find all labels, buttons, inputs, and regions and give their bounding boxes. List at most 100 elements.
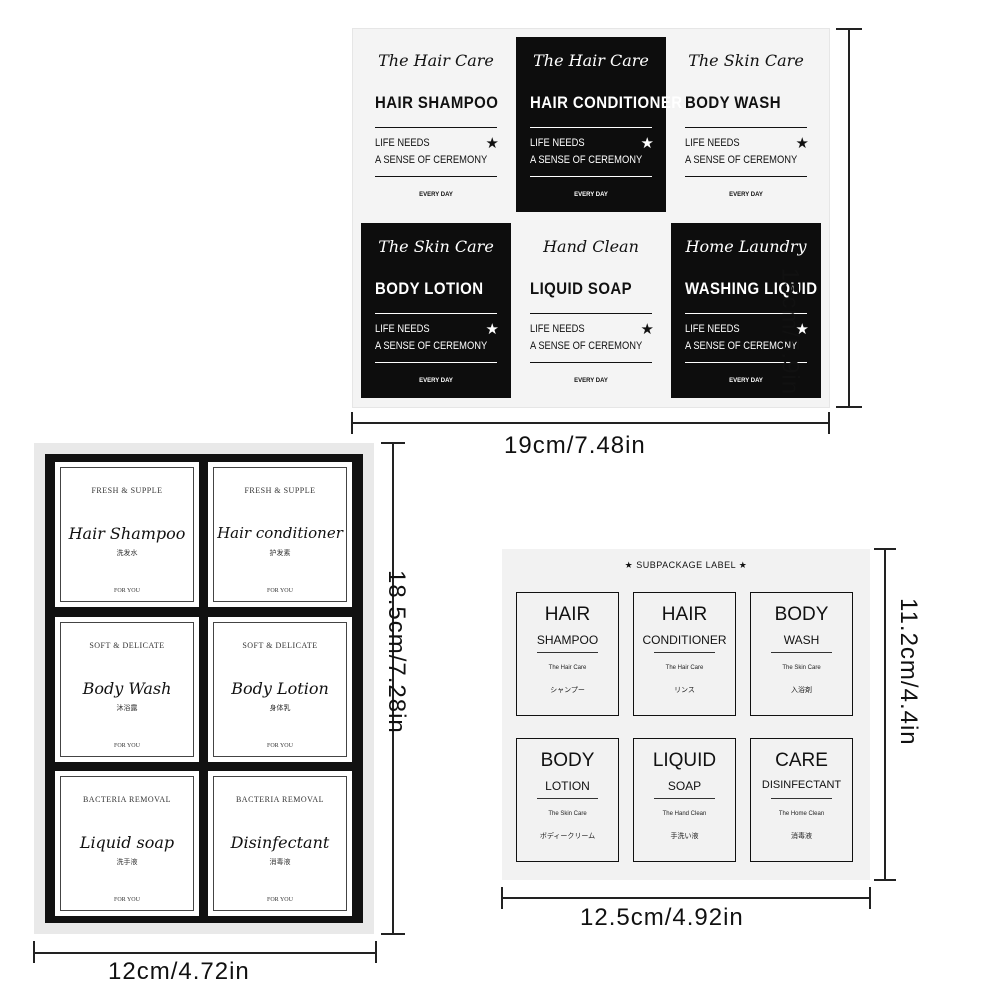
label-line: A SENSE OF CEREMONY: [685, 340, 798, 352]
label-name: Disinfectant: [230, 833, 330, 852]
label-japanese: シャンプー: [550, 687, 585, 694]
label-arc-text: FRESH & SUPPLE: [91, 486, 163, 495]
label-title: CARE: [775, 750, 828, 771]
width-dimension-label: 12.5cm/4.92in: [580, 904, 744, 931]
label-body-wash: SOFT & DELICATE Body Wash 沐浴露 FOR YOU: [55, 617, 199, 762]
divider: [375, 313, 497, 314]
label-title: LIQUID SOAP: [530, 279, 633, 298]
star-icon: ★: [795, 321, 809, 338]
label-disinfectant: BACTERIA REMOVAL Disinfectant 消毒液 FOR YO…: [208, 771, 352, 916]
height-dimension-label: 11.2cm/4.4in: [895, 598, 922, 746]
dimension-tick: [874, 879, 896, 881]
label-category: The Hand Clean: [662, 811, 707, 817]
divider: [771, 798, 832, 799]
divider: [537, 652, 598, 653]
label-title: BODY: [540, 750, 595, 771]
label-footer: FOR YOU: [267, 743, 293, 749]
label-liquid-soap: Hand Clean LIQUID SOAP LIFE NEEDS A SENS…: [516, 223, 666, 398]
sheet-header: ★ SUBPACKAGE LABEL ★: [624, 560, 748, 570]
label-name: Hair conditioner: [217, 524, 343, 542]
label-footer: FOR YOU: [114, 897, 140, 903]
star-icon: ★: [485, 321, 499, 338]
label-footer: EVERY DAY: [574, 378, 608, 384]
label-arc-text: FRESH & SUPPLE: [244, 486, 316, 495]
label-hair-shampoo: HAIR SHAMPOO The Hair Care シャンプー: [516, 592, 619, 716]
label-frame: [60, 467, 194, 602]
label-chinese: 沐浴露: [116, 705, 138, 712]
label-arc-text: BACTERIA REMOVAL: [82, 795, 172, 804]
label-category: The Hair Care: [548, 665, 587, 671]
divider: [685, 127, 807, 128]
label-title: HAIR: [544, 604, 591, 625]
label-name: Liquid soap: [79, 833, 175, 852]
label-body-lotion: SOFT & DELICATE Body Lotion 身体乳 FOR YOU: [208, 617, 352, 762]
label-hair-shampoo: The Hair Care HAIR SHAMPOO LIFE NEEDS A …: [361, 37, 511, 212]
label-subtitle: LOTION: [545, 779, 590, 793]
label-footer: EVERY DAY: [419, 378, 453, 384]
label-footer: EVERY DAY: [729, 378, 763, 384]
label-subtitle: DISINFECTANT: [761, 779, 842, 791]
label-line: A SENSE OF CEREMONY: [375, 154, 488, 166]
label-frame: [60, 622, 194, 757]
label-category: The Hair Care: [665, 665, 704, 671]
label-frame: [213, 776, 347, 911]
label-washing-liquid: Home Laundry WASHING LIQUID LIFE NEEDS A…: [671, 223, 821, 398]
label-title: BODY: [774, 604, 829, 625]
label-chinese: 身体乳: [269, 705, 291, 712]
dimension-line-vertical: [392, 443, 394, 934]
dimension-tick: [836, 28, 862, 30]
divider: [685, 313, 807, 314]
label-name: Body Wash: [82, 679, 172, 698]
label-category: The Home Clean: [778, 811, 825, 817]
label-line: LIFE NEEDS: [685, 323, 740, 335]
dimension-tick: [836, 406, 862, 408]
label-hair-shampoo: FRESH & SUPPLE Hair Shampoo 洗发水 FOR YOU: [55, 462, 199, 607]
label-subtitle: Hand Clean: [543, 237, 639, 256]
sticker-sheet-large: The Hair Care HAIR SHAMPOO LIFE NEEDS A …: [353, 29, 829, 407]
label-arc-text: BACTERIA REMOVAL: [235, 795, 325, 804]
label-hair-conditioner: The Hair Care HAIR CONDITIONER LIFE NEED…: [516, 37, 682, 212]
label-chinese: 洗手液: [116, 859, 138, 866]
divider: [654, 798, 715, 799]
label-body-wash: The Skin Care BODY WASH LIFE NEEDS A SEN…: [671, 37, 821, 212]
label-frame: [60, 776, 194, 911]
label-title: HAIR SHAMPOO: [375, 93, 499, 112]
label-line: A SENSE OF CEREMONY: [685, 154, 798, 166]
label-chinese: 洗发水: [116, 550, 138, 557]
dimension-line-vertical: [884, 549, 886, 880]
label-line: LIFE NEEDS: [375, 137, 430, 149]
label-subtitle: The Skin Care: [378, 237, 494, 256]
label-japanese: リンス: [674, 687, 695, 694]
label-body-wash: BODY WASH The Skin Care 入浴剤: [750, 592, 853, 716]
label-subtitle: The Skin Care: [688, 51, 804, 70]
dimension-tick: [33, 941, 35, 963]
divider: [375, 176, 497, 177]
label-chinese: 消毒液: [269, 859, 291, 866]
star-icon: ★: [640, 135, 654, 152]
width-dimension-label: 12cm/4.72in: [108, 958, 250, 985]
label-footer: FOR YOU: [114, 743, 140, 749]
divider: [771, 652, 832, 653]
label-footer: EVERY DAY: [574, 192, 608, 198]
label-title: HAIR: [661, 604, 708, 625]
label-title: HAIR CONDITIONER: [530, 93, 683, 112]
dimension-tick: [381, 933, 405, 935]
label-care-disinfectant: CARE DISINFECTANT The Home Clean 消毒液: [750, 738, 853, 862]
divider: [537, 798, 598, 799]
label-line: A SENSE OF CEREMONY: [375, 340, 488, 352]
label-subtitle: CONDITIONER: [642, 633, 727, 647]
label-title: BODY WASH: [685, 93, 781, 112]
label-name: Hair Shampoo: [68, 524, 186, 543]
divider: [530, 176, 652, 177]
label-footer: EVERY DAY: [729, 192, 763, 198]
label-line: LIFE NEEDS: [685, 137, 740, 149]
divider: [530, 313, 652, 314]
label-body-lotion: BODY LOTION The Skin Care ボディークリーム: [516, 738, 619, 862]
dimension-tick: [375, 941, 377, 963]
star-icon: ★: [640, 321, 654, 338]
label-frame: [213, 467, 347, 602]
label-body-lotion: The Skin Care BODY LOTION LIFE NEEDS A S…: [361, 223, 511, 398]
height-dimension-text: 15cm/5.9in: [776, 267, 804, 396]
label-subtitle: WASH: [783, 633, 820, 647]
label-liquid-soap: LIQUID SOAP The Hand Clean 手洗い液: [633, 738, 736, 862]
